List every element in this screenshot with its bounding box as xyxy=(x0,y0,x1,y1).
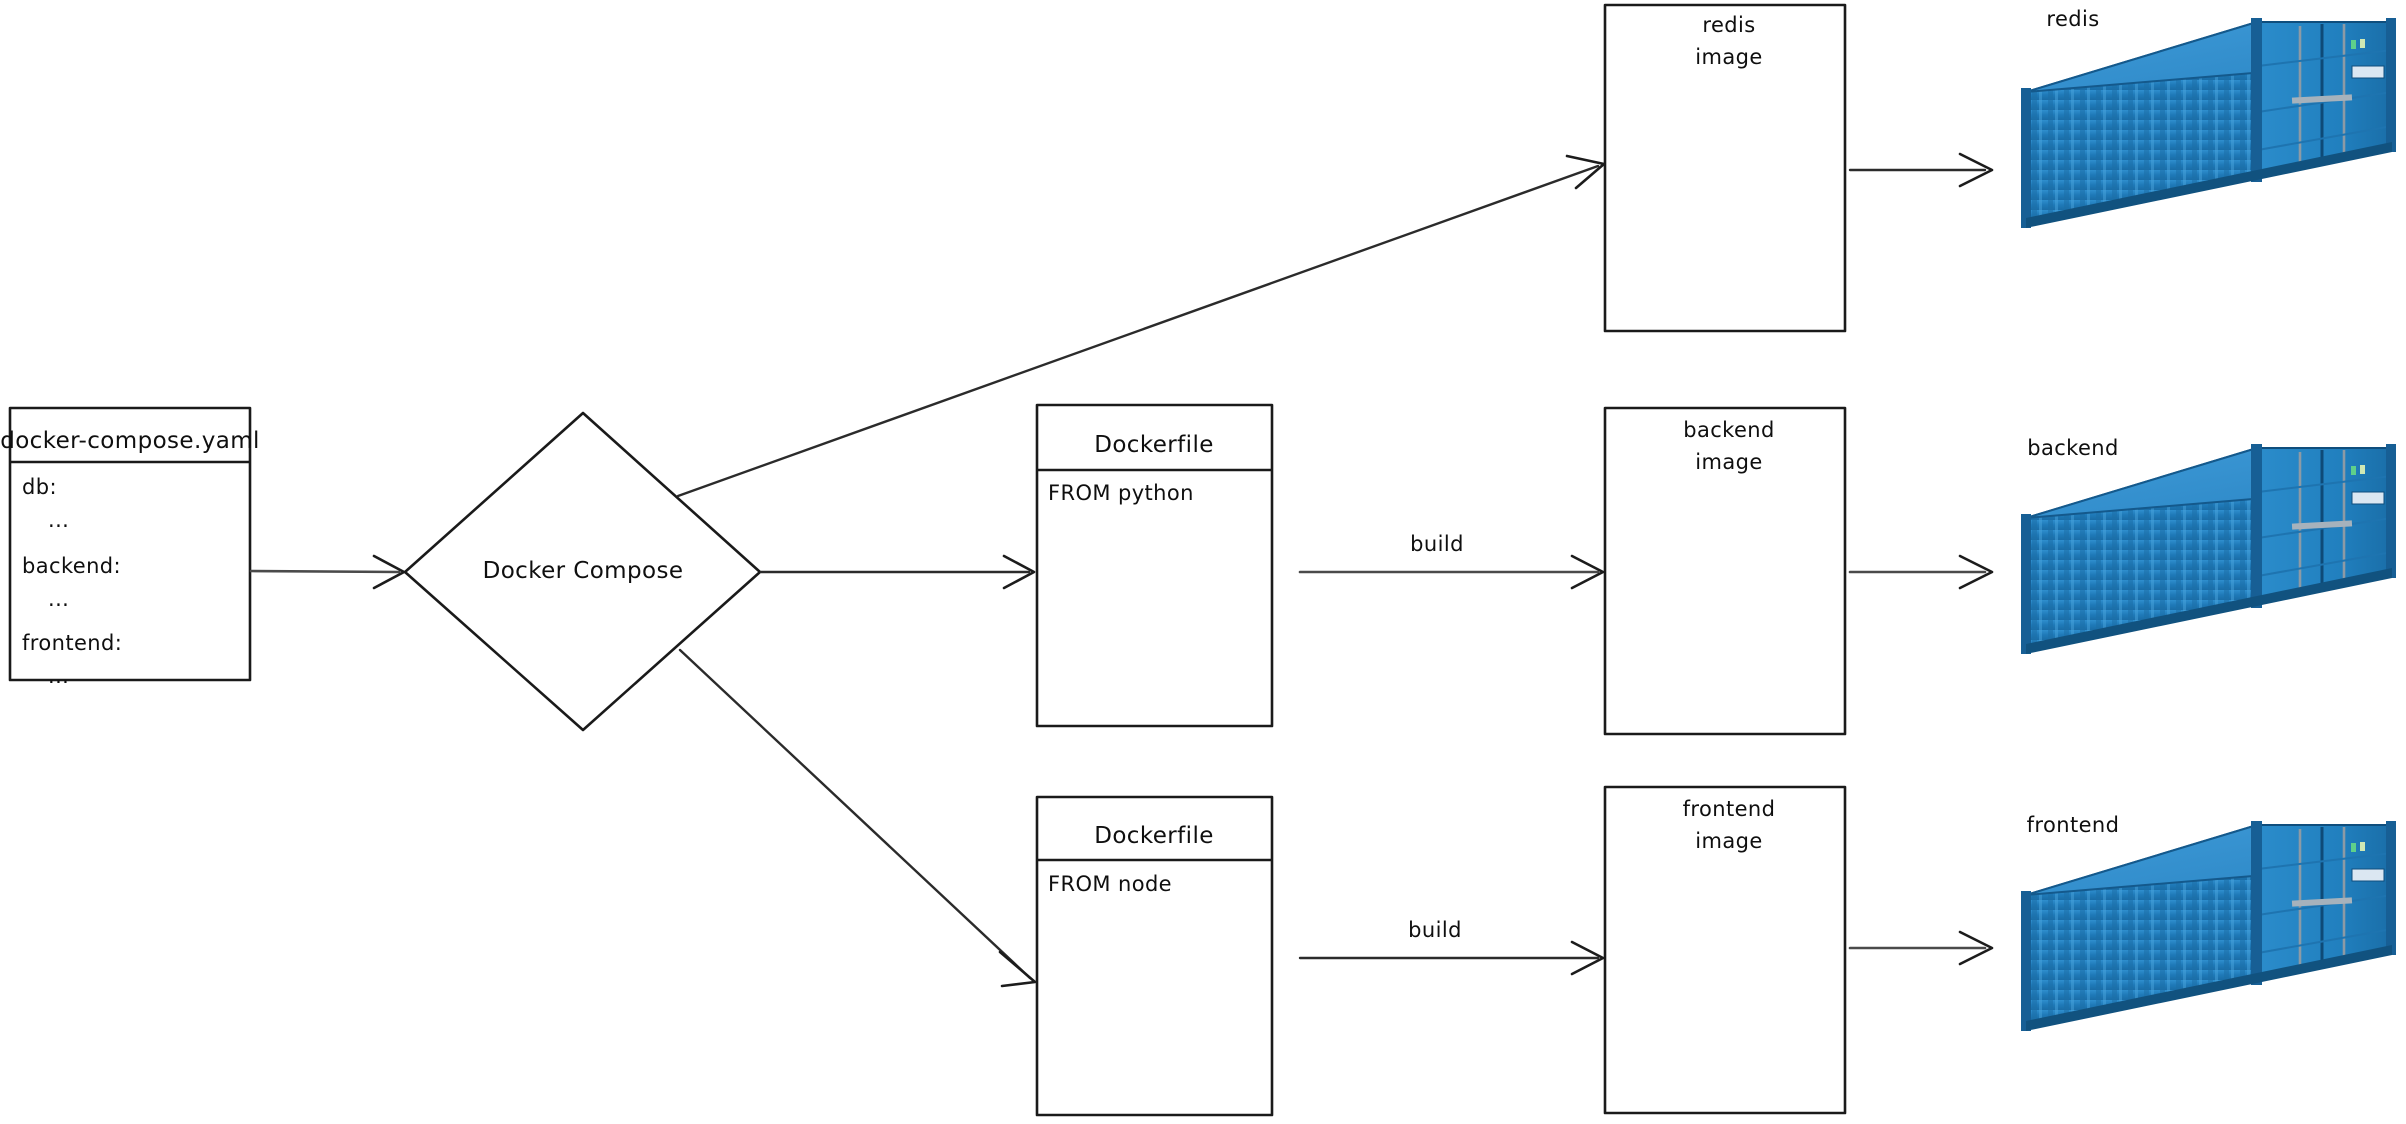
dockerfile-frontend-title: Dockerfile xyxy=(1094,823,1214,849)
compose-line-2: backend: xyxy=(22,554,121,578)
image-backend-line1: backend xyxy=(1683,418,1775,442)
image-backend-node[interactable]: backend image xyxy=(1603,406,1847,736)
image-redis-node[interactable]: redis image xyxy=(1603,3,1847,333)
edge-compose-to-engine xyxy=(249,554,406,590)
compose-file-title: docker-compose.yaml xyxy=(0,428,260,454)
edge-frontend-build-label: build xyxy=(1408,918,1462,942)
compose-file-node[interactable]: docker-compose.yaml db: ... backend: ...… xyxy=(0,406,260,688)
edge-backend-image-to-container xyxy=(1848,554,1994,590)
edge-backend-build: build xyxy=(1298,532,1605,590)
image-redis-line2: image xyxy=(1695,45,1762,69)
container-backend-illustration[interactable]: backend xyxy=(2021,436,2396,654)
docker-compose-node[interactable]: Docker Compose xyxy=(403,411,762,732)
compose-line-5: ... xyxy=(48,664,69,688)
image-backend-line2: image xyxy=(1695,450,1762,474)
edge-engine-to-dockerfile-backend xyxy=(759,554,1036,590)
container-frontend-illustration[interactable]: frontend xyxy=(2021,813,2396,1031)
compose-line-1: ... xyxy=(48,508,69,532)
container-backend-label: backend xyxy=(2027,436,2119,460)
dockerfile-frontend-body: FROM node xyxy=(1048,872,1172,896)
container-redis-illustration[interactable]: redis xyxy=(2021,7,2396,228)
compose-line-4: frontend: xyxy=(22,631,122,655)
compose-line-0: db: xyxy=(22,475,57,499)
container-redis-label: redis xyxy=(2046,7,2099,31)
edge-redis-image-to-container xyxy=(1848,152,1994,188)
compose-line-3: ... xyxy=(48,587,69,611)
image-frontend-node[interactable]: frontend image xyxy=(1603,785,1847,1115)
edge-backend-build-label: build xyxy=(1410,532,1464,556)
dockerfile-backend-node[interactable]: Dockerfile FROM python xyxy=(1035,403,1274,728)
container-frontend-label: frontend xyxy=(2027,813,2120,837)
edge-frontend-image-to-container xyxy=(1848,930,1994,966)
image-frontend-line2: image xyxy=(1695,829,1762,853)
image-redis-line1: redis xyxy=(1702,13,1755,37)
dockerfile-frontend-node[interactable]: Dockerfile FROM node xyxy=(1035,795,1274,1117)
edge-frontend-build: build xyxy=(1298,918,1605,976)
image-frontend-line1: frontend xyxy=(1683,797,1776,821)
edge-engine-to-dockerfile-frontend xyxy=(678,648,1037,988)
dockerfile-backend-body: FROM python xyxy=(1048,481,1194,505)
dockerfile-backend-title: Dockerfile xyxy=(1094,432,1214,458)
docker-compose-label: Docker Compose xyxy=(483,558,684,584)
